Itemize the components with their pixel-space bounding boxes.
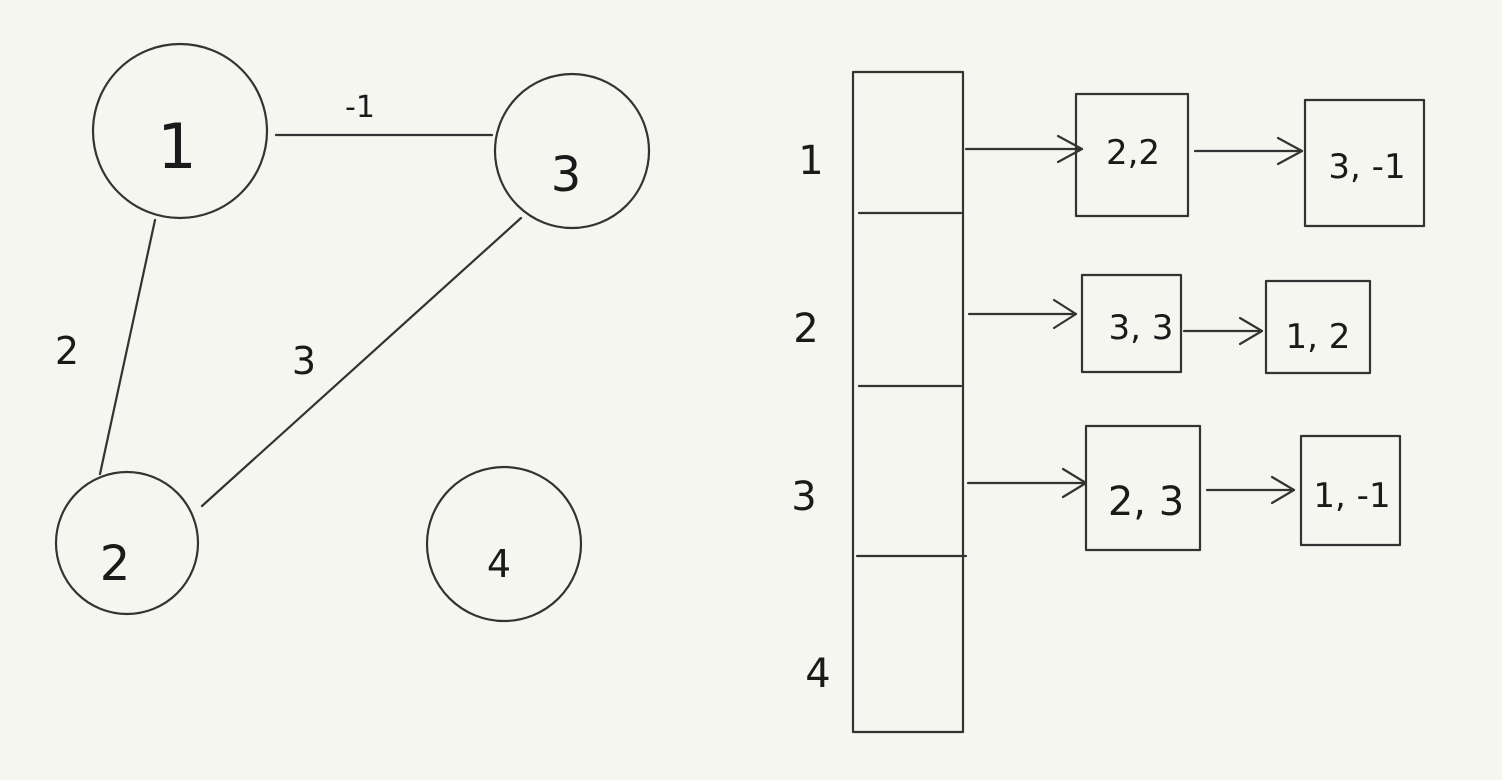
graph-node-1-label: 1	[157, 110, 196, 183]
arrowhead-icon	[1276, 136, 1304, 166]
graph-node-3-circle	[493, 72, 651, 230]
list-node	[1084, 424, 1202, 552]
graph-node-1-circle	[91, 42, 269, 220]
list-node	[1303, 98, 1426, 228]
graph-node-2-label: 2	[100, 536, 131, 592]
row-1-list: 2,2 3, -1	[964, 92, 1426, 228]
adjacency-array-frame	[851, 70, 965, 734]
list-node-label: 2, 3	[1108, 479, 1184, 525]
graph-node-4-label: 4	[487, 542, 511, 586]
list-node	[1080, 273, 1183, 374]
graph-node-2-circle	[54, 470, 200, 616]
list-node	[1074, 92, 1190, 218]
edge-weight-2-3: 3	[292, 339, 316, 383]
list-node-label: 3, -1	[1328, 147, 1405, 187]
row-index-4: 4	[805, 651, 830, 697]
row-index-3: 3	[791, 474, 816, 520]
arrowhead-icon	[1270, 475, 1296, 505]
row-3-list: 2, 3 1, -1	[966, 424, 1402, 552]
arrowhead-icon	[1052, 298, 1078, 330]
list-node	[1299, 434, 1402, 547]
edge-1-2	[98, 218, 157, 476]
list-node-label: 1, -1	[1313, 476, 1390, 516]
graph-node-1: 1	[91, 42, 269, 220]
arrowhead-icon	[1238, 316, 1264, 346]
adjacency-array	[851, 70, 968, 734]
edge-2-3	[200, 216, 523, 508]
graph-node-2: 2	[54, 470, 200, 616]
row-index-2: 2	[793, 306, 818, 352]
graph-node-4: 4	[425, 465, 583, 623]
edge-weight-1-3: -1	[345, 90, 375, 125]
arrowhead-icon	[1056, 134, 1084, 164]
row-2-list: 3, 3 1, 2	[967, 273, 1372, 375]
graph-node-3-label: 3	[551, 147, 582, 203]
list-node-label: 3, 3	[1109, 308, 1174, 348]
row-index-1: 1	[798, 138, 823, 184]
list-node-label: 1, 2	[1286, 317, 1351, 357]
graph-node-4-circle	[425, 465, 583, 623]
list-node	[1264, 279, 1372, 375]
edge-weight-1-2: 2	[55, 329, 79, 373]
graph-node-3: 3	[493, 72, 651, 230]
list-node-label: 2,2	[1106, 133, 1160, 173]
